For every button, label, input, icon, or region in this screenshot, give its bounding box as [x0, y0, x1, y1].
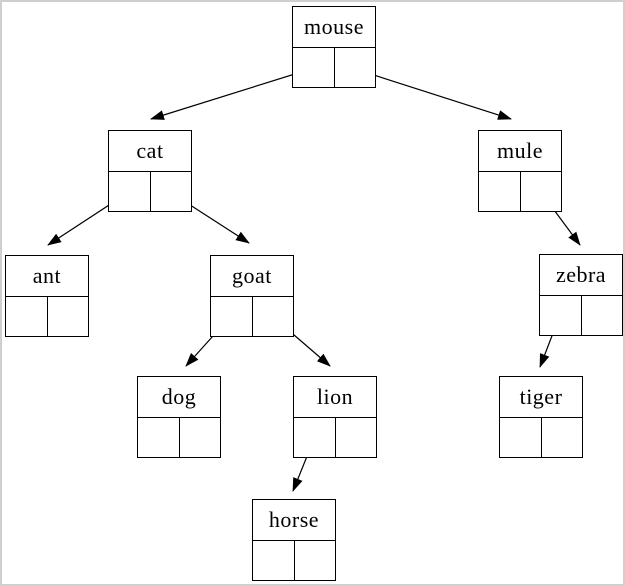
pointer-cells — [479, 172, 561, 211]
node-zebra: zebra — [539, 254, 623, 336]
right-pointer-cell — [582, 296, 623, 335]
right-pointer-cell — [336, 418, 377, 457]
right-pointer-cell — [542, 418, 583, 457]
pointer-cells — [540, 296, 622, 335]
node-ant: ant — [5, 255, 89, 337]
pointer-cells — [253, 541, 335, 580]
right-pointer-cell — [180, 418, 221, 457]
left-pointer-cell — [6, 297, 48, 336]
node-goat: goat — [210, 255, 294, 337]
right-pointer-cell — [48, 297, 89, 336]
pointer-cells — [138, 418, 220, 457]
pointer-cells — [6, 297, 88, 336]
left-pointer-cell — [293, 48, 335, 87]
node-label: lion — [294, 377, 376, 418]
pointer-cells — [293, 48, 375, 87]
node-label: zebra — [540, 255, 622, 296]
right-pointer-cell — [295, 541, 336, 580]
node-label: mouse — [293, 7, 375, 48]
left-pointer-cell — [253, 541, 295, 580]
left-pointer-cell — [138, 418, 180, 457]
node-cat: cat — [108, 130, 192, 212]
node-mouse: mouse — [292, 6, 376, 88]
node-horse: horse — [252, 499, 336, 581]
pointer-cells — [211, 297, 293, 336]
node-tiger: tiger — [499, 376, 583, 458]
left-pointer-cell — [294, 418, 336, 457]
node-label: ant — [6, 256, 88, 297]
right-pointer-cell — [335, 48, 376, 87]
edge-mouse-cat — [150, 67, 315, 120]
node-dog: dog — [137, 376, 221, 458]
left-pointer-cell — [109, 172, 151, 211]
node-label: goat — [211, 256, 293, 297]
node-lion: lion — [293, 376, 377, 458]
node-label: mule — [479, 131, 561, 172]
node-mule: mule — [478, 130, 562, 212]
node-label: cat — [109, 131, 191, 172]
right-pointer-cell — [253, 297, 294, 336]
right-pointer-cell — [521, 172, 562, 211]
right-pointer-cell — [151, 172, 192, 211]
left-pointer-cell — [500, 418, 542, 457]
pointer-cells — [500, 418, 582, 457]
left-pointer-cell — [479, 172, 521, 211]
pointer-cells — [294, 418, 376, 457]
edge-mouse-mule — [354, 68, 512, 120]
pointer-cells — [109, 172, 191, 211]
node-label: horse — [253, 500, 335, 541]
node-label: tiger — [500, 377, 582, 418]
left-pointer-cell — [540, 296, 582, 335]
left-pointer-cell — [211, 297, 253, 336]
node-label: dog — [138, 377, 220, 418]
